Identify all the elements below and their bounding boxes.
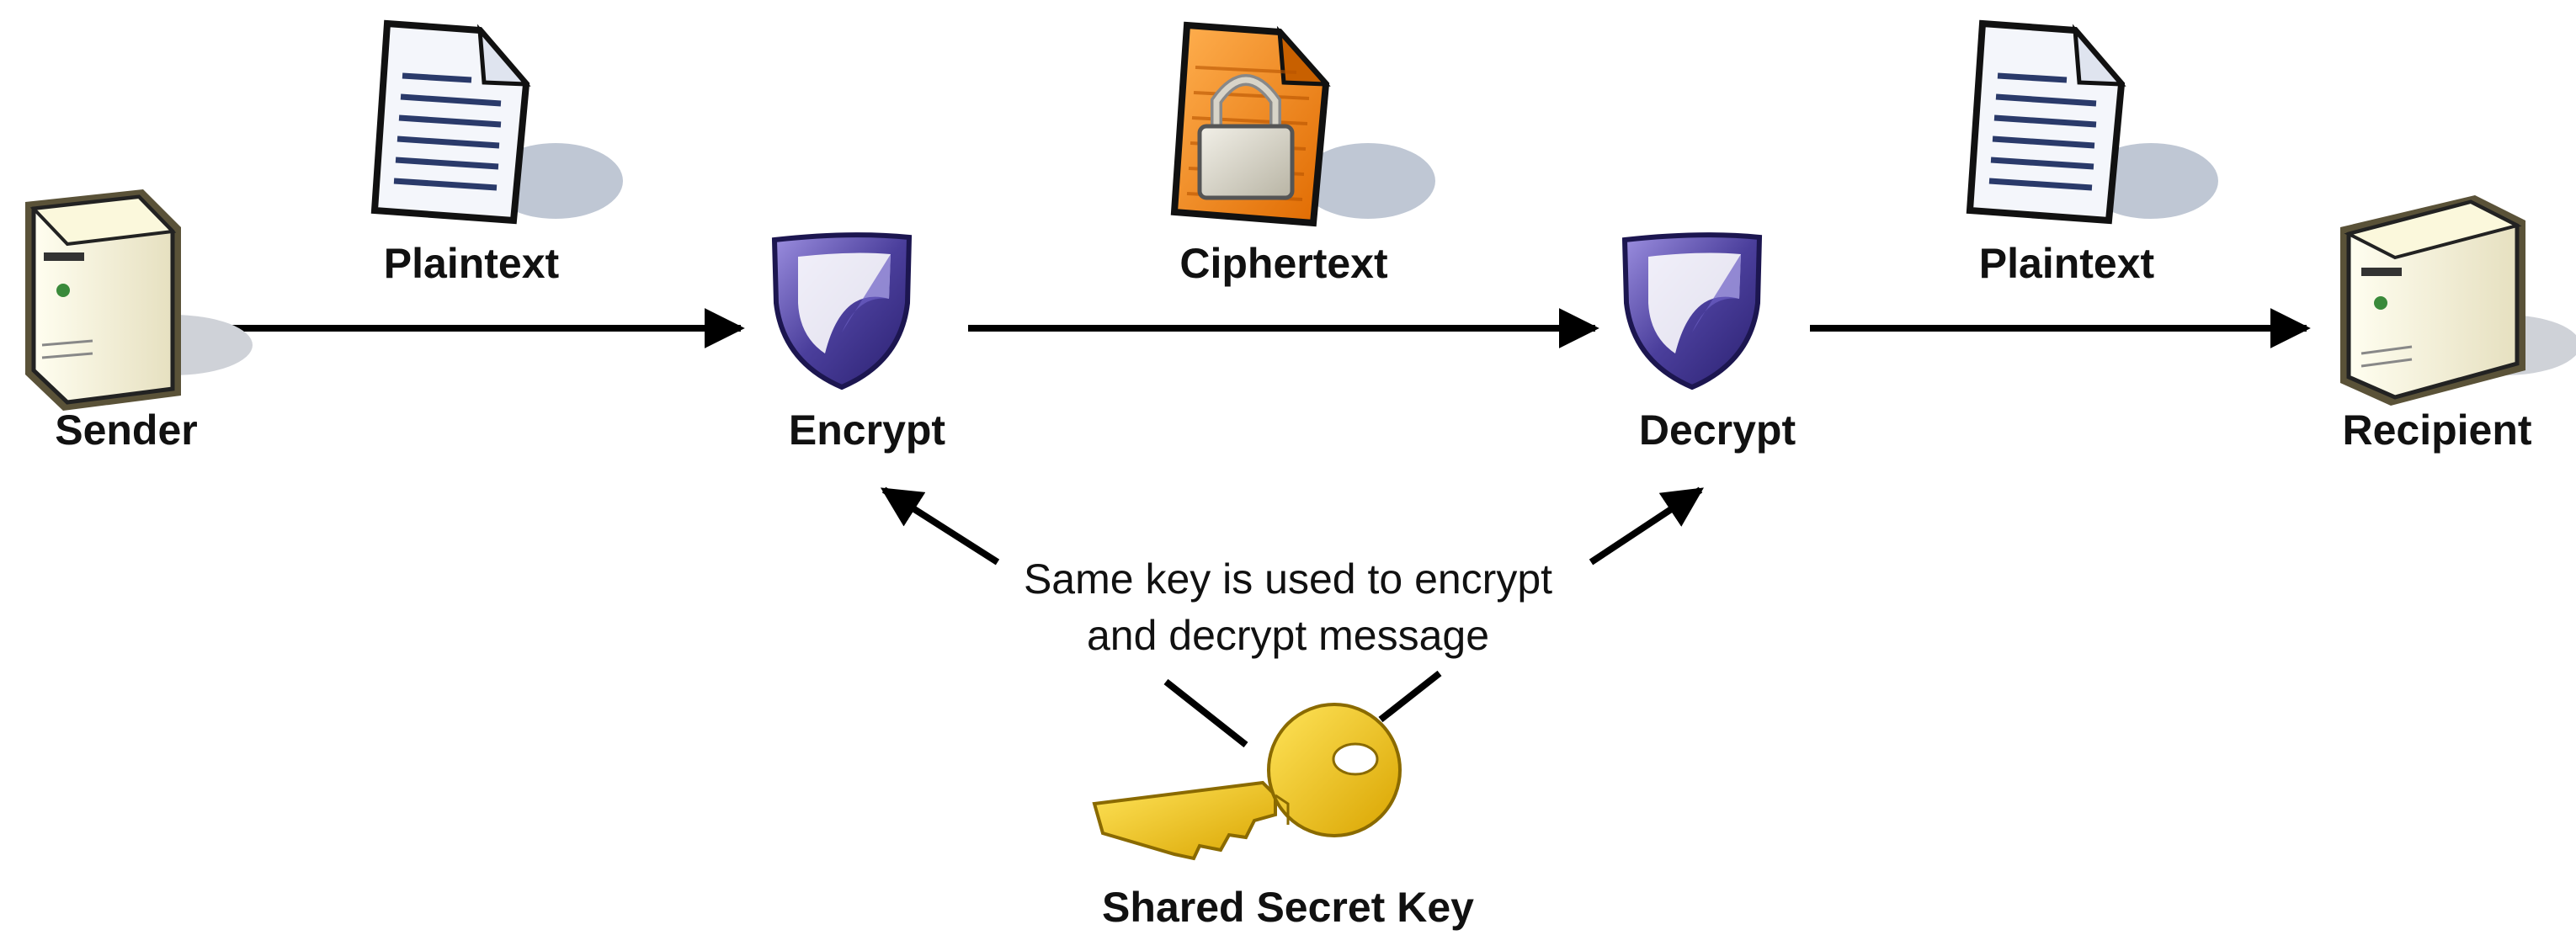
shared-key-note-line2: and decrypt message (1087, 612, 1489, 659)
key-connector-lines (1163, 670, 1442, 748)
plaintext-label-right: Plaintext (1979, 240, 2155, 287)
shared-key-note-line1: Same key is used to encrypt (1024, 555, 1552, 603)
recipient-label: Recipient (2342, 406, 2531, 454)
plaintext-document-icon-right (1966, 19, 2218, 225)
plaintext-label-left: Plaintext (384, 240, 560, 287)
shared-secret-key-label: Shared Secret Key (1102, 884, 1474, 931)
ciphertext-locked-document-icon (1170, 21, 1435, 227)
sender-label: Sender (55, 406, 198, 454)
recipient-server-icon (2340, 195, 2576, 406)
arrow-key-to-decrypt (1589, 486, 1705, 566)
shared-key-icon (1092, 703, 1402, 861)
encrypt-label: Encrypt (789, 406, 946, 454)
arrow-key-to-encrypt (880, 486, 1000, 566)
plaintext-document-icon (370, 19, 623, 225)
decrypt-label: Decrypt (1639, 406, 1796, 454)
encrypt-shield-icon (771, 232, 913, 390)
sender-server-icon (25, 189, 253, 411)
ciphertext-label: Ciphertext (1179, 240, 1388, 287)
decrypt-shield-icon (1621, 232, 1763, 390)
